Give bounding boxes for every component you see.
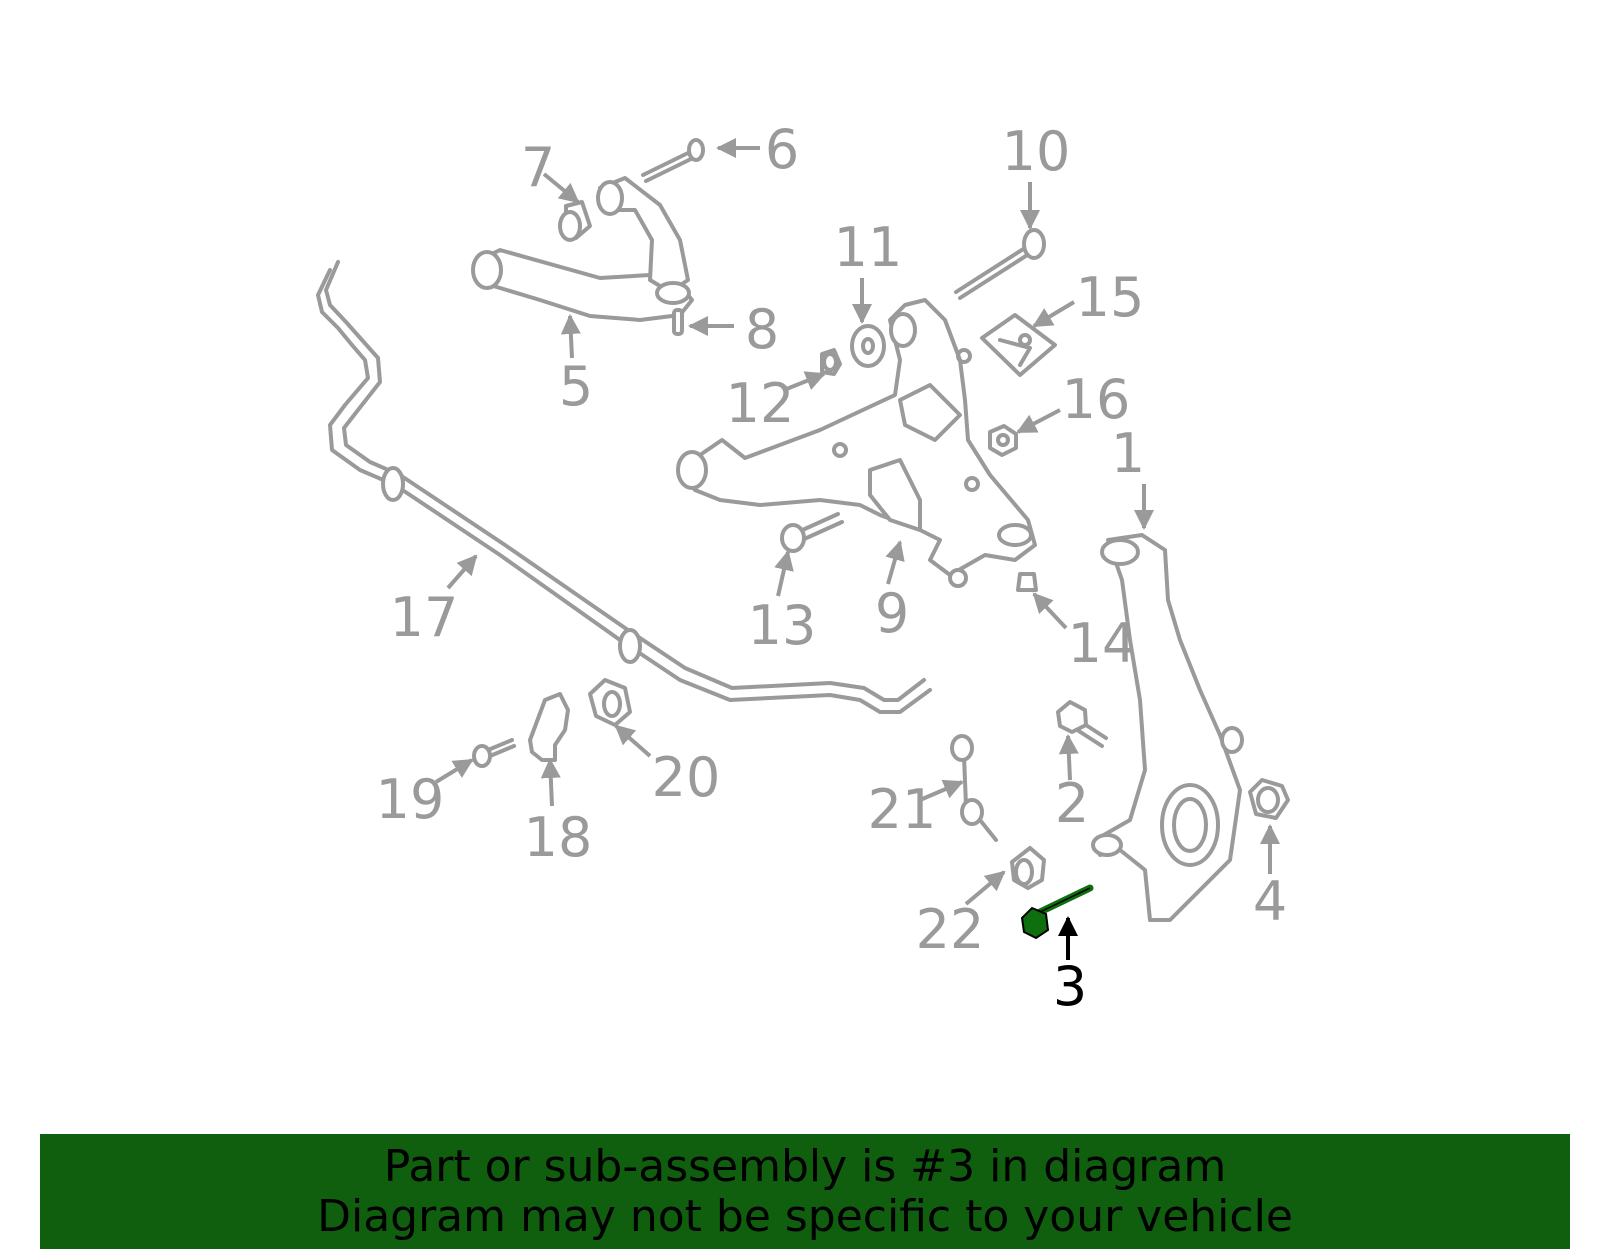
bolt-10-part[interactable] xyxy=(954,228,1046,300)
stabilizer-link-21-part[interactable] xyxy=(950,734,998,842)
callout-9: 9 xyxy=(875,582,909,645)
lower-control-arm-part[interactable] xyxy=(676,298,1037,588)
bracket-18-part[interactable] xyxy=(528,692,570,762)
callout-10: 10 xyxy=(1002,120,1071,183)
callout-labels: 1 2 3 4 5 6 7 8 9 10 11 12 13 14 15 16 1… xyxy=(376,118,1288,1018)
bolt-6-part[interactable] xyxy=(641,138,705,183)
bolt-13-part[interactable] xyxy=(780,512,844,553)
callout-13: 13 xyxy=(748,594,817,657)
upper-control-arm-part[interactable] xyxy=(471,176,694,322)
banner-line-2: Diagram may not be specific to your vehi… xyxy=(317,1191,1293,1242)
info-banner: Part or sub-assembly is #3 in diagram Di… xyxy=(40,1134,1570,1249)
callout-17: 17 xyxy=(390,586,459,649)
callout-18: 18 xyxy=(524,806,593,869)
callout-20: 20 xyxy=(652,746,721,809)
bolt-3-highlighted-part[interactable] xyxy=(1020,884,1094,940)
nut-12-part[interactable] xyxy=(820,348,842,376)
callout-6: 6 xyxy=(765,118,799,181)
callout-14: 14 xyxy=(1068,612,1137,675)
callout-19: 19 xyxy=(376,768,445,831)
bushing-7-part[interactable] xyxy=(558,200,592,242)
callout-22: 22 xyxy=(916,898,985,961)
callout-8: 8 xyxy=(745,298,779,361)
callout-12: 12 xyxy=(726,372,795,435)
nut-4-part[interactable] xyxy=(1248,778,1290,820)
steering-knuckle-part[interactable] xyxy=(1091,533,1244,922)
washer-11-part[interactable] xyxy=(850,324,886,368)
ball-joint-14-part[interactable] xyxy=(1016,572,1038,592)
stabilizer-bar-part[interactable] xyxy=(316,260,932,714)
banner-line-1: Part or sub-assembly is #3 in diagram xyxy=(383,1141,1227,1192)
callout-15: 15 xyxy=(1076,266,1145,329)
leader-arrows xyxy=(434,138,1280,960)
bushing-20-part[interactable] xyxy=(588,678,632,727)
bolt-19-part[interactable] xyxy=(472,738,516,768)
callout-1: 1 xyxy=(1111,422,1145,485)
callout-16: 16 xyxy=(1062,368,1131,431)
callout-11: 11 xyxy=(834,216,903,279)
bolt-2-part[interactable] xyxy=(1056,700,1108,748)
plate-15-part[interactable] xyxy=(980,313,1057,377)
callout-5: 5 xyxy=(559,355,593,418)
callout-21: 21 xyxy=(868,778,937,841)
callout-4: 4 xyxy=(1253,870,1287,933)
bushing-22-part[interactable] xyxy=(1010,846,1046,890)
callout-3: 3 xyxy=(1053,955,1087,1018)
nut-16-part[interactable] xyxy=(988,424,1018,457)
callout-2: 2 xyxy=(1055,772,1089,835)
callout-7: 7 xyxy=(521,136,555,199)
stud-8-part[interactable] xyxy=(672,308,684,336)
